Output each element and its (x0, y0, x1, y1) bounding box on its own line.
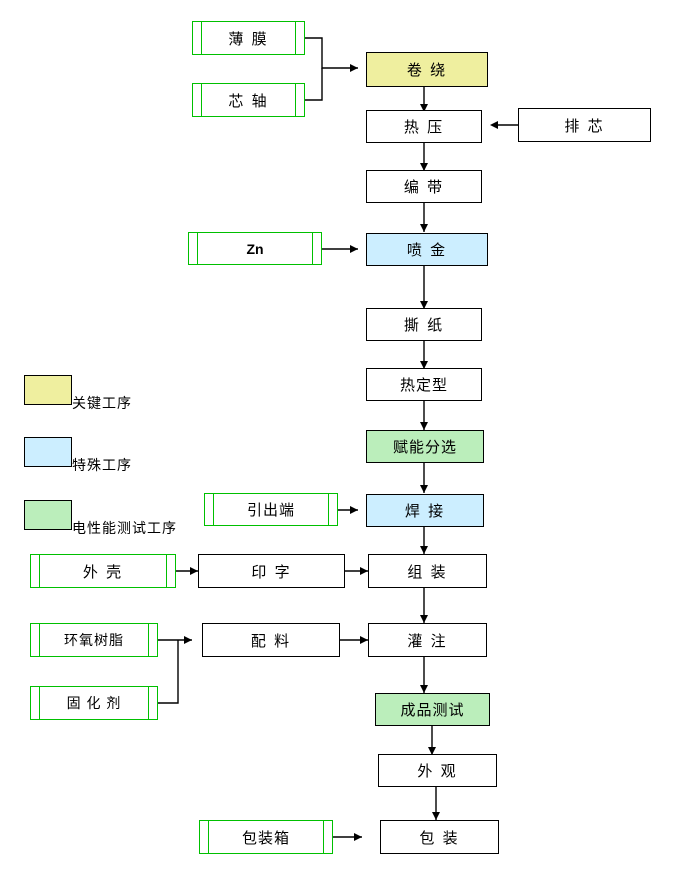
node-label: 环氧树脂 (64, 632, 124, 648)
node-label: 喷 金 (406, 242, 448, 259)
bracket-tick-left (39, 687, 40, 719)
bracket-tick-left (197, 233, 198, 264)
node-label: 焊 接 (404, 503, 446, 520)
bracket-tick-right (148, 624, 149, 656)
node-label: 卷 绕 (406, 62, 448, 79)
bracket-tick-left (201, 22, 202, 54)
bracket-tick-right (312, 233, 313, 264)
bracket-tick-right (295, 84, 296, 116)
node-potting[interactable]: 灌 注 (368, 623, 487, 657)
node-film[interactable]: 薄 膜 (192, 21, 305, 55)
node-label: 撕 纸 (403, 317, 445, 334)
node-label: 外 壳 (82, 563, 124, 581)
legend-label-electrical-test: 电性能测试工序 (72, 520, 177, 536)
node-label: 固 化 剂 (66, 695, 122, 711)
node-label: Zn (246, 240, 264, 257)
node-mandrel[interactable]: 芯 轴 (192, 83, 305, 117)
node-appearance[interactable]: 外 观 (378, 754, 497, 787)
node-welding[interactable]: 焊 接 (366, 494, 484, 527)
bracket-tick-left (201, 84, 202, 116)
node-lead-terminal[interactable]: 引出端 (204, 493, 338, 526)
node-label: 包 装 (419, 829, 460, 847)
node-label: 编 带 (403, 179, 445, 196)
node-empowering-sorting[interactable]: 赋能分选 (366, 430, 484, 463)
node-label: 成品测试 (400, 702, 465, 719)
legend-swatch-key-process (24, 375, 72, 405)
node-final-test[interactable]: 成品测试 (375, 693, 490, 726)
node-packing[interactable]: 包 装 (380, 820, 499, 854)
node-hotpress[interactable]: 热 压 (366, 110, 482, 143)
bracket-tick-right (166, 555, 167, 587)
node-tear-paper[interactable]: 撕 纸 (366, 308, 482, 341)
node-label: 印 字 (251, 563, 292, 581)
node-hardener[interactable]: 固 化 剂 (30, 686, 158, 720)
bracket-tick-right (328, 494, 329, 525)
bracket-tick-right (295, 22, 296, 54)
node-label: 薄 膜 (228, 30, 269, 48)
node-label: 灌 注 (407, 632, 448, 650)
node-pullcore[interactable]: 排 芯 (518, 108, 651, 142)
node-label: 引出端 (246, 502, 295, 519)
node-compounding[interactable]: 配 料 (202, 623, 340, 657)
bracket-tick-left (208, 821, 209, 853)
node-metal-spray[interactable]: 喷 金 (366, 233, 488, 266)
bracket-tick-right (323, 821, 324, 853)
bracket-tick-right (148, 687, 149, 719)
legend-swatch-special-process (24, 437, 72, 467)
node-label: 热 压 (403, 119, 445, 136)
node-label: 配 料 (250, 632, 292, 650)
bracket-tick-left (39, 624, 40, 656)
node-assembly[interactable]: 组 装 (368, 554, 487, 588)
node-label: 赋能分选 (392, 439, 457, 456)
legend-swatch-electrical-test (24, 500, 72, 530)
node-label: 芯 轴 (228, 92, 269, 110)
node-label: 热定型 (399, 377, 448, 394)
node-printing[interactable]: 印 字 (198, 554, 345, 588)
node-zn[interactable]: Zn (188, 232, 322, 265)
legend-label-key-process: 关键工序 (72, 395, 132, 411)
node-winding[interactable]: 卷 绕 (366, 52, 488, 87)
node-label: 组 装 (407, 563, 448, 581)
node-label: 包装箱 (241, 829, 290, 847)
node-epoxy-resin[interactable]: 环氧树脂 (30, 623, 158, 657)
node-heat-setting[interactable]: 热定型 (366, 368, 482, 401)
node-carton[interactable]: 包装箱 (199, 820, 333, 854)
node-label: 外 观 (417, 763, 458, 780)
node-label: 排 芯 (564, 117, 605, 135)
node-shell[interactable]: 外 壳 (30, 554, 176, 588)
bracket-tick-left (39, 555, 40, 587)
bracket-tick-left (213, 494, 214, 525)
legend-label-special-process: 特殊工序 (72, 457, 132, 473)
node-taping[interactable]: 编 带 (366, 170, 482, 203)
